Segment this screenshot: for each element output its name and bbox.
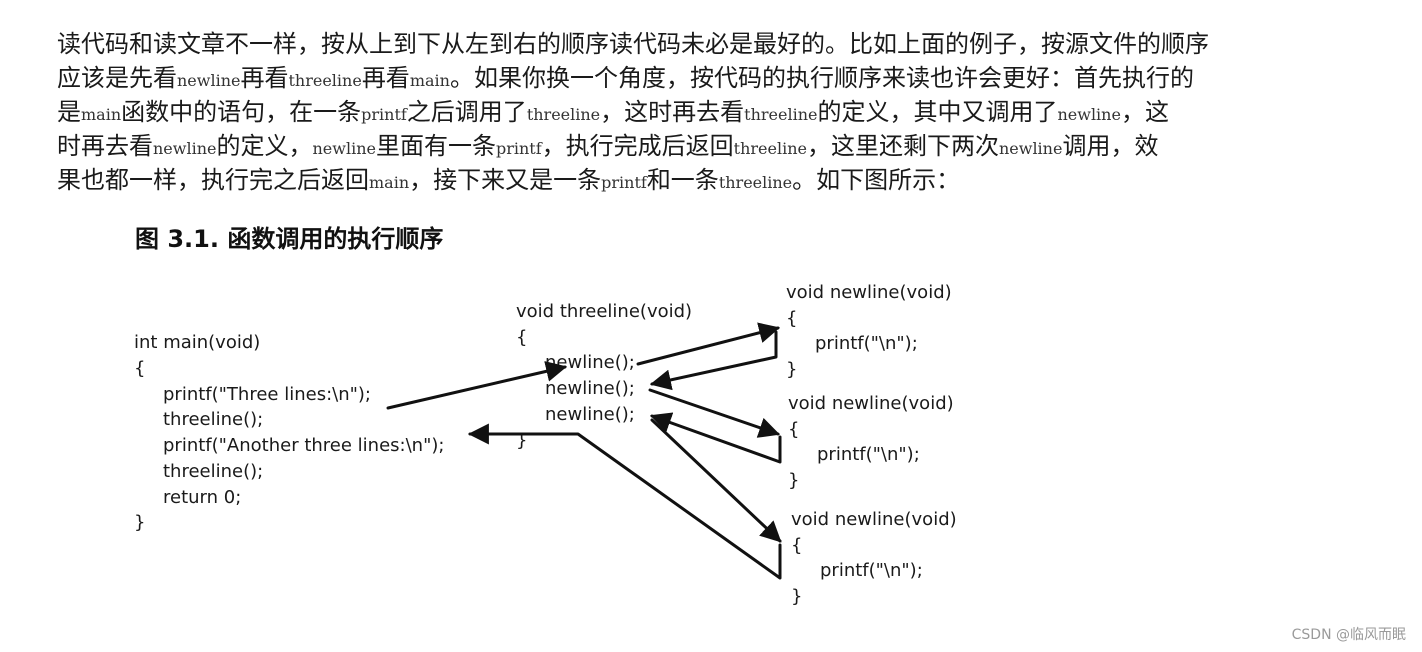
- code-line: newline();: [545, 352, 635, 373]
- inline-code: main: [81, 105, 122, 124]
- code-line: threeline();: [163, 461, 263, 482]
- flow-arrow-return-newline-1: [649, 330, 778, 391]
- code-line: newline();: [545, 404, 635, 425]
- code-line: }: [786, 359, 797, 380]
- code-line: void newline(void): [788, 393, 954, 414]
- code-line: }: [791, 586, 802, 607]
- paragraph-text: ，执行完成后返回: [541, 132, 734, 160]
- code-line: printf("Three lines:\n");: [163, 384, 371, 405]
- paragraph-text: 再看: [240, 64, 289, 92]
- paragraph-text: 果也都一样，执行完之后返回: [57, 166, 369, 194]
- code-line: {: [788, 419, 799, 440]
- paragraph-text: ，这时再去看: [600, 98, 745, 126]
- code-line: printf("\n");: [820, 560, 923, 581]
- paragraph-text: 的定义，其中又调用了: [817, 98, 1058, 126]
- inline-code: threeline: [526, 105, 601, 124]
- paragraph-text: 。如果你换一个角度，按代码的执行顺序来读也许会更好：首先执行的: [449, 64, 1194, 92]
- paragraph-text: 再看: [361, 64, 410, 92]
- paragraph-text: ，这里还剩下两次: [806, 132, 999, 160]
- code-line: threeline();: [163, 409, 263, 430]
- code-line: {: [791, 535, 802, 556]
- threeline-function-block: void threeline(void) { newline(); newlin…: [516, 301, 692, 451]
- code-line: {: [786, 308, 797, 329]
- newline-function-block-3: void newline(void) { printf("\n"); }: [791, 509, 957, 607]
- paragraph-line: 时再去看newline的定义，newline里面有一条printf，执行完成后返…: [57, 129, 1317, 163]
- inline-code: main: [409, 71, 450, 90]
- flow-arrow-call-newline-1: [636, 322, 781, 366]
- code-line: int main(void): [134, 332, 260, 353]
- code-line: {: [134, 358, 145, 379]
- paragraph-line: 果也都一样，执行完之后返回main，接下来又是一条printf和一条threel…: [57, 163, 1317, 197]
- watermark: CSDN @临风而眠: [1291, 627, 1406, 643]
- flow-arrow-return-newline-2: [650, 412, 782, 464]
- inline-code: newline: [153, 139, 217, 158]
- paragraph-text: 和一条: [646, 166, 719, 194]
- main-function-block: int main(void) { printf("Three lines:\n"…: [134, 332, 444, 533]
- inline-code: threeline: [718, 173, 793, 192]
- code-line: }: [788, 470, 799, 491]
- newline-function-block-1: void newline(void) { printf("\n"); }: [786, 282, 952, 380]
- newline-function-block-2: void newline(void) { printf("\n"); }: [788, 393, 954, 491]
- paragraph-text: 应该是先看: [57, 64, 177, 92]
- figure-caption: 图 3.1. 函数调用的执行顺序: [135, 225, 444, 253]
- inline-code: printf: [601, 173, 647, 192]
- inline-code: threeline: [288, 71, 362, 90]
- code-line: {: [516, 327, 527, 348]
- inline-code: printf: [495, 139, 542, 158]
- paragraph-text: 之后调用了: [406, 98, 527, 126]
- code-line: }: [516, 430, 527, 451]
- code-line: printf("\n");: [815, 333, 918, 354]
- paragraph-text: 时再去看: [57, 132, 153, 160]
- paragraph-text: 读代码和读文章不一样，按从上到下从左到右的顺序读代码未必是最好的。比如上面的例子…: [57, 30, 1209, 58]
- inline-code: newline: [177, 71, 241, 90]
- paragraph-text: 里面有一条: [375, 132, 496, 160]
- paragraph-line: 是main函数中的语句，在一条printf之后调用了threeline，这时再去…: [57, 95, 1317, 129]
- code-line: return 0;: [163, 487, 241, 508]
- inline-code: newline: [998, 139, 1063, 158]
- flow-arrow-call-newline-2: [648, 388, 780, 438]
- paragraph-text: 。如下图所示：: [792, 166, 961, 194]
- paragraph-text: ，接下来又是一条: [409, 166, 602, 194]
- paragraph-text: 函数中的语句，在一条: [121, 98, 362, 126]
- flow-arrow-return-to-main: [467, 423, 782, 580]
- paragraph-text: ，这: [1120, 98, 1169, 126]
- paragraph-line: 读代码和读文章不一样，按从上到下从左到右的顺序读代码未必是最好的。比如上面的例子…: [57, 27, 1317, 61]
- inline-code: main: [369, 173, 410, 192]
- code-line: newline();: [545, 378, 635, 399]
- inline-code: threeline: [733, 139, 807, 158]
- code-line: void newline(void): [786, 282, 952, 303]
- code-line: printf("\n");: [817, 444, 920, 465]
- inline-code: newline: [312, 139, 376, 158]
- paragraph-line: 应该是先看newline再看threeline再看main。如果你换一个角度，按…: [57, 61, 1317, 95]
- article-paragraph: 读代码和读文章不一样，按从上到下从左到右的顺序读代码未必是最好的。比如上面的例子…: [57, 27, 1317, 197]
- code-line: void newline(void): [791, 509, 957, 530]
- paragraph-text: 的定义，: [216, 132, 313, 160]
- flow-arrow-call-newline-3: [650, 418, 782, 543]
- flow-arrow-main-to-threeline: [386, 361, 568, 410]
- inline-code: threeline: [744, 105, 818, 124]
- paragraph-text: 是: [57, 98, 81, 126]
- code-line: void threeline(void): [516, 301, 692, 322]
- paragraph-text: 调用，效: [1062, 132, 1159, 160]
- inline-code: printf: [361, 105, 407, 124]
- inline-code: newline: [1057, 105, 1121, 124]
- code-line: }: [134, 512, 145, 533]
- code-line: printf("Another three lines:\n");: [163, 435, 444, 456]
